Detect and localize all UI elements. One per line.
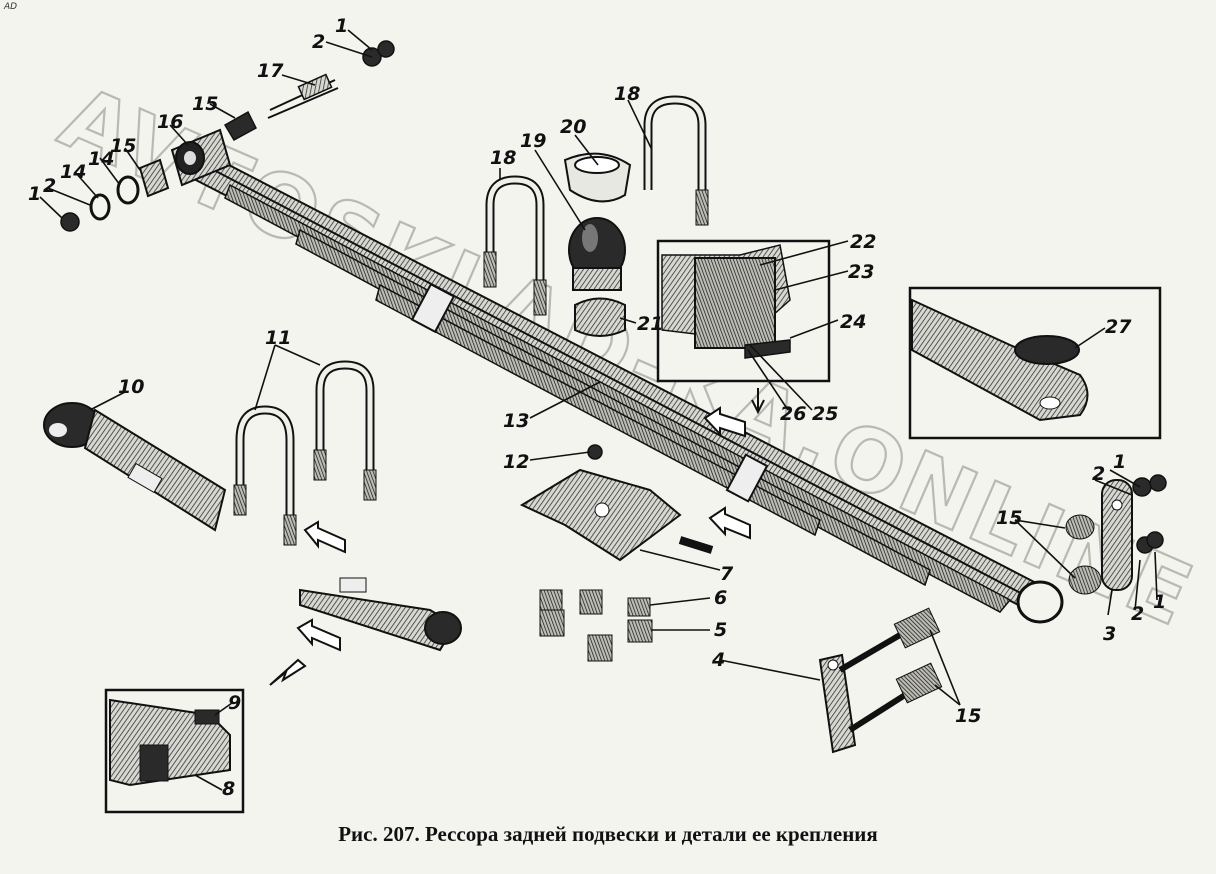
shackle-4 [818,607,943,754]
callout-13: 13 [503,410,529,432]
spring-pad-7 [519,444,714,562]
callout-18: 18 [490,147,516,169]
callout-16: 16 [157,111,183,133]
callout-24: 24 [840,311,866,333]
callout-25: 25 [812,403,838,425]
u-bolt-18-left [483,175,547,316]
callout-19: 19 [520,130,546,152]
callout-17: 17 [257,60,284,82]
leader-lines [39,29,1158,791]
figure-caption: Рис. 207. Рессора задней подвески и дета… [338,822,878,846]
callout-20: 20 [560,116,586,138]
corner-mark: AD [4,2,18,12]
callout-27: 27 [1105,316,1132,338]
callout-23: 23 [848,261,874,283]
callout-2: 2 [1131,603,1144,625]
callout-7: 7 [720,563,734,585]
callout-2: 2 [312,31,325,53]
callout-14: 14 [88,148,114,170]
callout-4: 4 [711,649,725,671]
callout-2: 2 [1092,463,1105,485]
inset-eye-detail [908,286,1162,440]
callout-8: 8 [222,778,235,800]
callout-21: 21 [637,313,663,335]
spring-10 [43,402,227,532]
front-eye-parts [60,40,395,232]
callout-1: 1 [1113,451,1126,473]
callout-15: 15 [996,507,1022,529]
inset-clip-detail [104,688,245,814]
callout-labels: 1 2 17 15 16 15 14 14 2 1 18 18 19 20 21… [28,15,1166,800]
spring-piece-lower [299,577,462,652]
nuts-5-6 [539,589,653,662]
callout-18: 18 [614,83,640,105]
callout-2: 2 [43,175,56,197]
callout-5: 5 [714,619,727,641]
callout-9: 9 [228,692,241,714]
callout-15: 15 [192,93,218,115]
callout-1: 1 [28,183,41,205]
callout-1: 1 [335,15,348,37]
callout-26: 26 [780,403,806,425]
leaf-spring [190,148,1064,624]
callout-1: 1 [1153,591,1166,613]
callout-22: 22 [850,231,876,253]
u-bolt-18-right [643,95,709,226]
shackle-3 [1065,474,1167,595]
callout-14: 14 [60,161,86,183]
callout-10: 10 [118,376,144,398]
bump-stop-parts [563,152,632,337]
direction-arrows [269,406,751,686]
callout-3: 3 [1103,623,1116,645]
callout-15: 15 [955,705,981,727]
callout-15: 15 [110,135,136,157]
callout-11: 11 [265,327,291,349]
inset-clamp-detail [656,239,831,415]
u-bolt-11 [233,360,377,546]
callout-6: 6 [714,587,727,609]
callout-12: 12 [503,451,529,473]
